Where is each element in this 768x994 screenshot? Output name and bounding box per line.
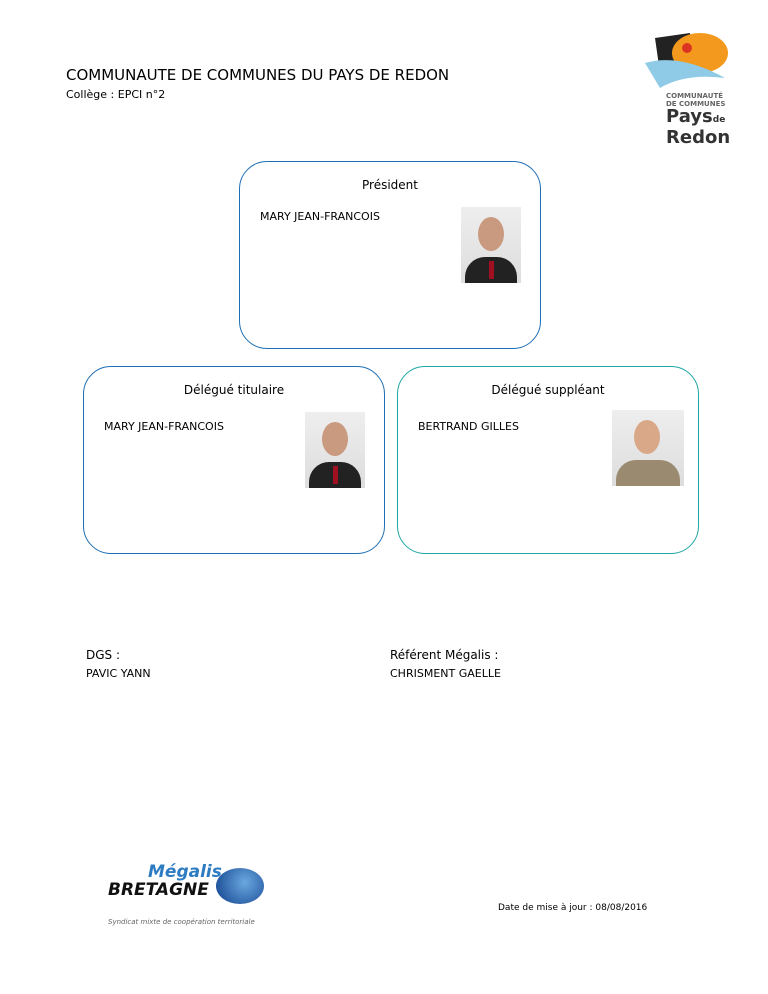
redon-logo-graphic — [645, 33, 728, 88]
logo-text-3b: de — [712, 115, 726, 125]
dgs-label: DGS : — [86, 648, 121, 662]
suppleant-photo — [612, 410, 684, 486]
suppleant-name: BERTRAND GILLES — [418, 420, 519, 433]
megalis-tagline: Syndicat mixte de coopération territoria… — [108, 918, 255, 926]
suppleant-card: Délégué suppléant BERTRAND GILLES — [397, 366, 699, 554]
update-date: Date de mise à jour : 08/08/2016 — [498, 903, 648, 913]
dgs-value: PAVIC YANN — [86, 667, 151, 680]
megalis-swirl-icon — [216, 868, 264, 904]
president-card: Président MARY JEAN-FRANCOIS — [239, 161, 541, 349]
titulaire-photo — [305, 412, 365, 488]
referent-value: CHRISMENT GAELLE — [390, 667, 501, 680]
redon-logo: COMMUNAUTÉ DE COMMUNES Paysde Redon — [640, 28, 730, 147]
president-title: Président — [362, 178, 418, 192]
logo-text-3: Pays — [666, 106, 713, 127]
page-title: COMMUNAUTE DE COMMUNES DU PAYS DE REDON — [66, 66, 450, 84]
megalis-logo: Mégalis BRETAGNE Syndicat mixte de coopé… — [108, 862, 278, 932]
bretagne-text: BRETAGNE — [108, 880, 209, 900]
titulaire-title: Délégué titulaire — [183, 383, 285, 397]
president-name: MARY JEAN-FRANCOIS — [260, 210, 380, 223]
college-label: Collège : EPCI n°2 — [66, 88, 166, 101]
titulaire-name: MARY JEAN-FRANCOIS — [104, 420, 224, 433]
logo-text-2: DE COMMUNES — [666, 100, 726, 108]
suppleant-title: Délégué suppléant — [491, 383, 605, 397]
president-photo — [461, 207, 521, 283]
logo-text-4: Redon — [666, 127, 731, 148]
titulaire-card: Délégué titulaire MARY JEAN-FRANCOIS — [83, 366, 385, 554]
referent-label: Référent Mégalis : — [390, 648, 499, 662]
logo-text-1: COMMUNAUTÉ — [666, 92, 724, 100]
megalis-text: Mégalis — [148, 862, 222, 882]
